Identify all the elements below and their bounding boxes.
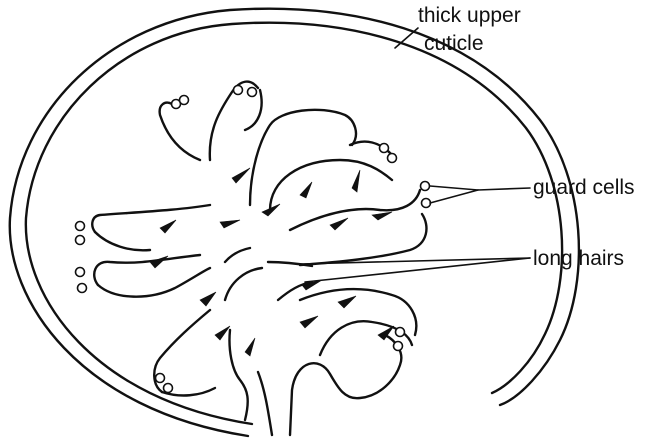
label-long-hairs: long hairs [533,247,624,270]
guard-cells-leader-line-1 [430,186,530,190]
rolled-leaf-tissue [92,82,426,435]
guard-cells-leader-line-2 [430,190,478,203]
label-cuticle: cuticle [424,32,484,55]
guard-cell-pairs [76,86,431,393]
long-hair-strands [225,248,312,300]
leader-lines [300,28,530,282]
label-thick-upper: thick upper [418,4,521,27]
label-guard-cells: guard cells [533,176,635,199]
upper-cuticle [10,9,579,436]
